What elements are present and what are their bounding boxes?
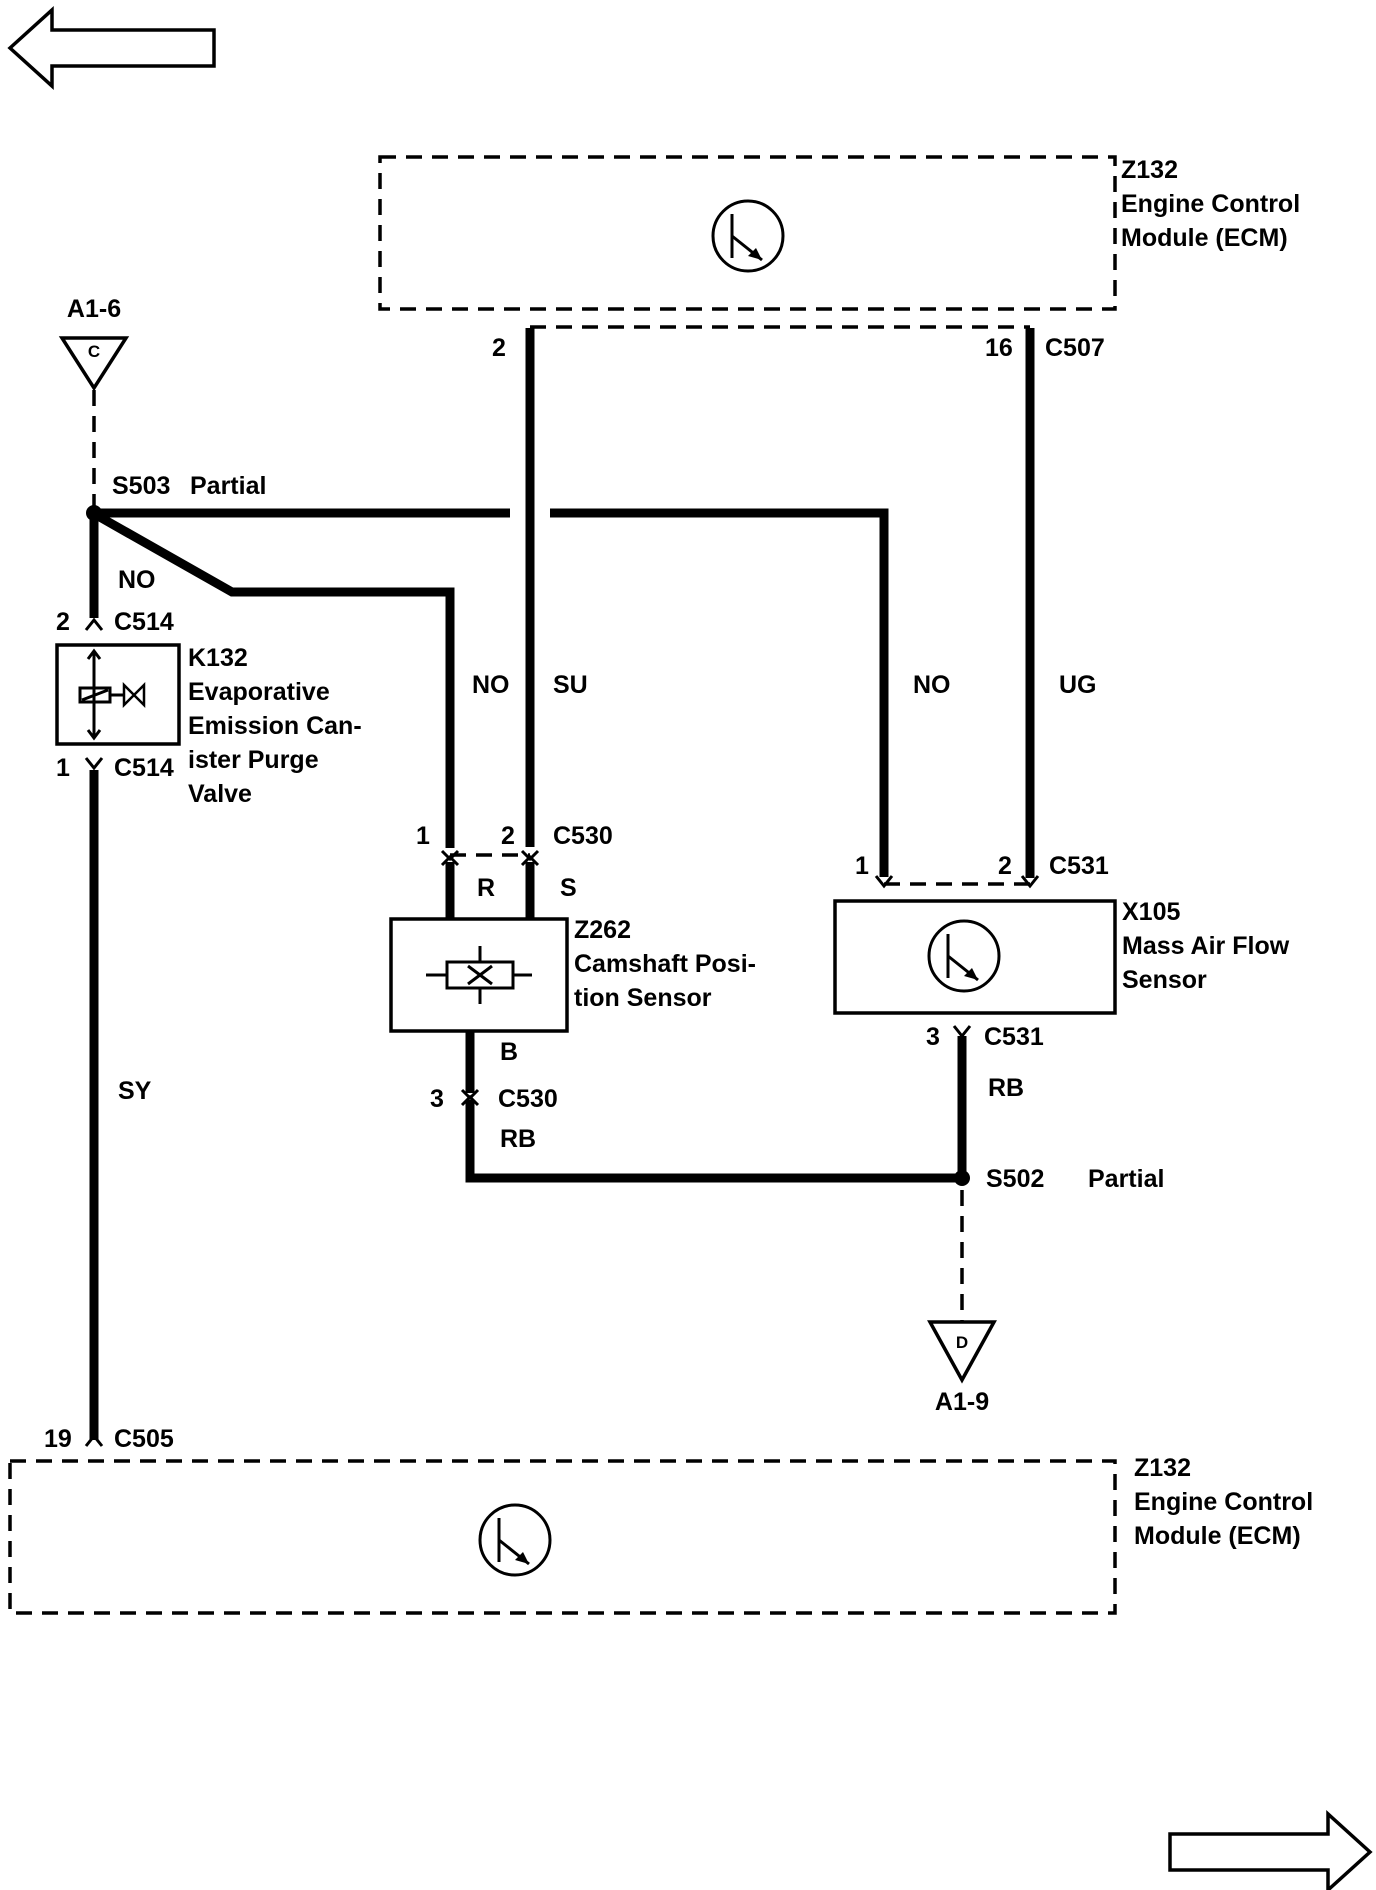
ecm-top-id: Z132 [1121, 156, 1178, 184]
wire-label-no-maf: NO [913, 671, 951, 699]
ecm-top-box [378, 155, 1117, 311]
ecm-top-name-line2: Module (ECM) [1121, 224, 1288, 252]
wire-label-ug: UG [1059, 671, 1097, 699]
cam-sensor-pin-2: 2 [501, 822, 515, 850]
splice-s503-note: Partial [190, 472, 266, 500]
wire-rb-cam [465, 1100, 962, 1183]
purge-valve-box [55, 643, 181, 746]
ecm-top-pin-16: 16 [985, 334, 1013, 362]
cam-sensor-name-line2: tion Sensor [574, 984, 712, 1012]
purge-valve-bottom-pin: 1 [56, 754, 70, 782]
maf-sensor-bottom-connector-label: C531 [984, 1023, 1044, 1051]
maf-sensor-bottom-connector [952, 1025, 972, 1039]
wire-label-rb-cam: RB [500, 1125, 536, 1153]
wire-label-no-cam: NO [472, 671, 510, 699]
purge-valve-name-line4: Valve [188, 780, 252, 808]
cam-sensor-pin-1: 1 [416, 822, 430, 850]
cam-sensor-connector-pins [440, 849, 540, 867]
splice-s502-id: S502 [986, 1165, 1044, 1193]
cam-sensor-bottom-connector [460, 1088, 480, 1107]
cam-sensor-box [389, 917, 569, 1033]
maf-sensor-pin-1: 1 [855, 852, 869, 880]
cam-sensor-connector-label: C530 [553, 822, 613, 850]
maf-sensor-pin-3: 3 [926, 1023, 940, 1051]
purge-valve-name-line2: Emission Can- [188, 712, 362, 740]
wire-label-sy: SY [118, 1077, 152, 1105]
purge-valve-name-line1: Evaporative [188, 678, 330, 706]
ecm-top-pin-2: 2 [492, 334, 506, 362]
purge-valve-name-line3: ister Purge [188, 746, 319, 774]
wire-no-maf-segment2 [550, 508, 889, 877]
ecm-bottom-connector-label: C505 [114, 1425, 174, 1453]
wire-label-su: SU [553, 671, 588, 699]
purge-valve-id: K132 [188, 644, 248, 672]
cam-sensor-term-b: B [500, 1038, 518, 1066]
ecm-bottom-name-line1: Engine Control [1134, 1488, 1313, 1516]
purge-valve-top-connector [84, 617, 104, 631]
ecm-bottom-name-line2: Module (ECM) [1134, 1522, 1301, 1550]
cam-sensor-name-line1: Camshaft Posi- [574, 950, 756, 978]
purge-valve-top-connector-label: C514 [114, 608, 174, 636]
reference-d-label: A1-9 [935, 1388, 989, 1416]
maf-sensor-connector-label: C531 [1049, 852, 1109, 880]
cam-sensor-id: Z262 [574, 916, 631, 944]
cam-sensor-term-s: S [560, 874, 577, 902]
cam-sensor-pin-3: 3 [430, 1085, 444, 1113]
next-page-arrow-icon[interactable] [1168, 1810, 1373, 1890]
splice-s503-id: S503 [112, 472, 170, 500]
cam-sensor-bottom-connector-label: C530 [498, 1085, 558, 1113]
purge-valve-bottom-connector [84, 757, 104, 771]
wire-no-cam [95, 512, 455, 848]
purge-valve-bottom-connector-label: C514 [114, 754, 174, 782]
splice-s502 [954, 1170, 970, 1186]
purge-valve-top-pin: 2 [56, 608, 70, 636]
maf-sensor-pin-2: 2 [998, 852, 1012, 880]
maf-sensor-name-line1: Mass Air Flow [1122, 932, 1290, 960]
ecm-bottom-box [8, 1459, 1117, 1615]
maf-sensor-box [833, 899, 1117, 1015]
svg-text:C: C [88, 342, 100, 361]
wire-label-no-purge: NO [118, 566, 156, 594]
wire-label-rb-maf: RB [988, 1074, 1024, 1102]
splice-s502-note: Partial [1088, 1165, 1164, 1193]
ecm-top-name-line1: Engine Control [1121, 190, 1300, 218]
reference-d-triangle-icon: D [927, 1320, 997, 1384]
previous-page-arrow-icon[interactable] [7, 6, 216, 90]
reference-c-triangle-icon: C [58, 336, 130, 392]
connector-c507-label: C507 [1045, 334, 1105, 362]
maf-sensor-connector-pins [874, 875, 1040, 889]
maf-sensor-name-line2: Sensor [1122, 966, 1207, 994]
ecm-bottom-pin: 19 [44, 1425, 72, 1453]
ecm-bottom-id: Z132 [1134, 1454, 1191, 1482]
svg-text:D: D [956, 1333, 968, 1352]
reference-c-label: A1-6 [67, 295, 121, 323]
ecm-bottom-connector [84, 1433, 104, 1447]
cam-sensor-term-r: R [477, 874, 495, 902]
maf-sensor-id: X105 [1122, 898, 1180, 926]
